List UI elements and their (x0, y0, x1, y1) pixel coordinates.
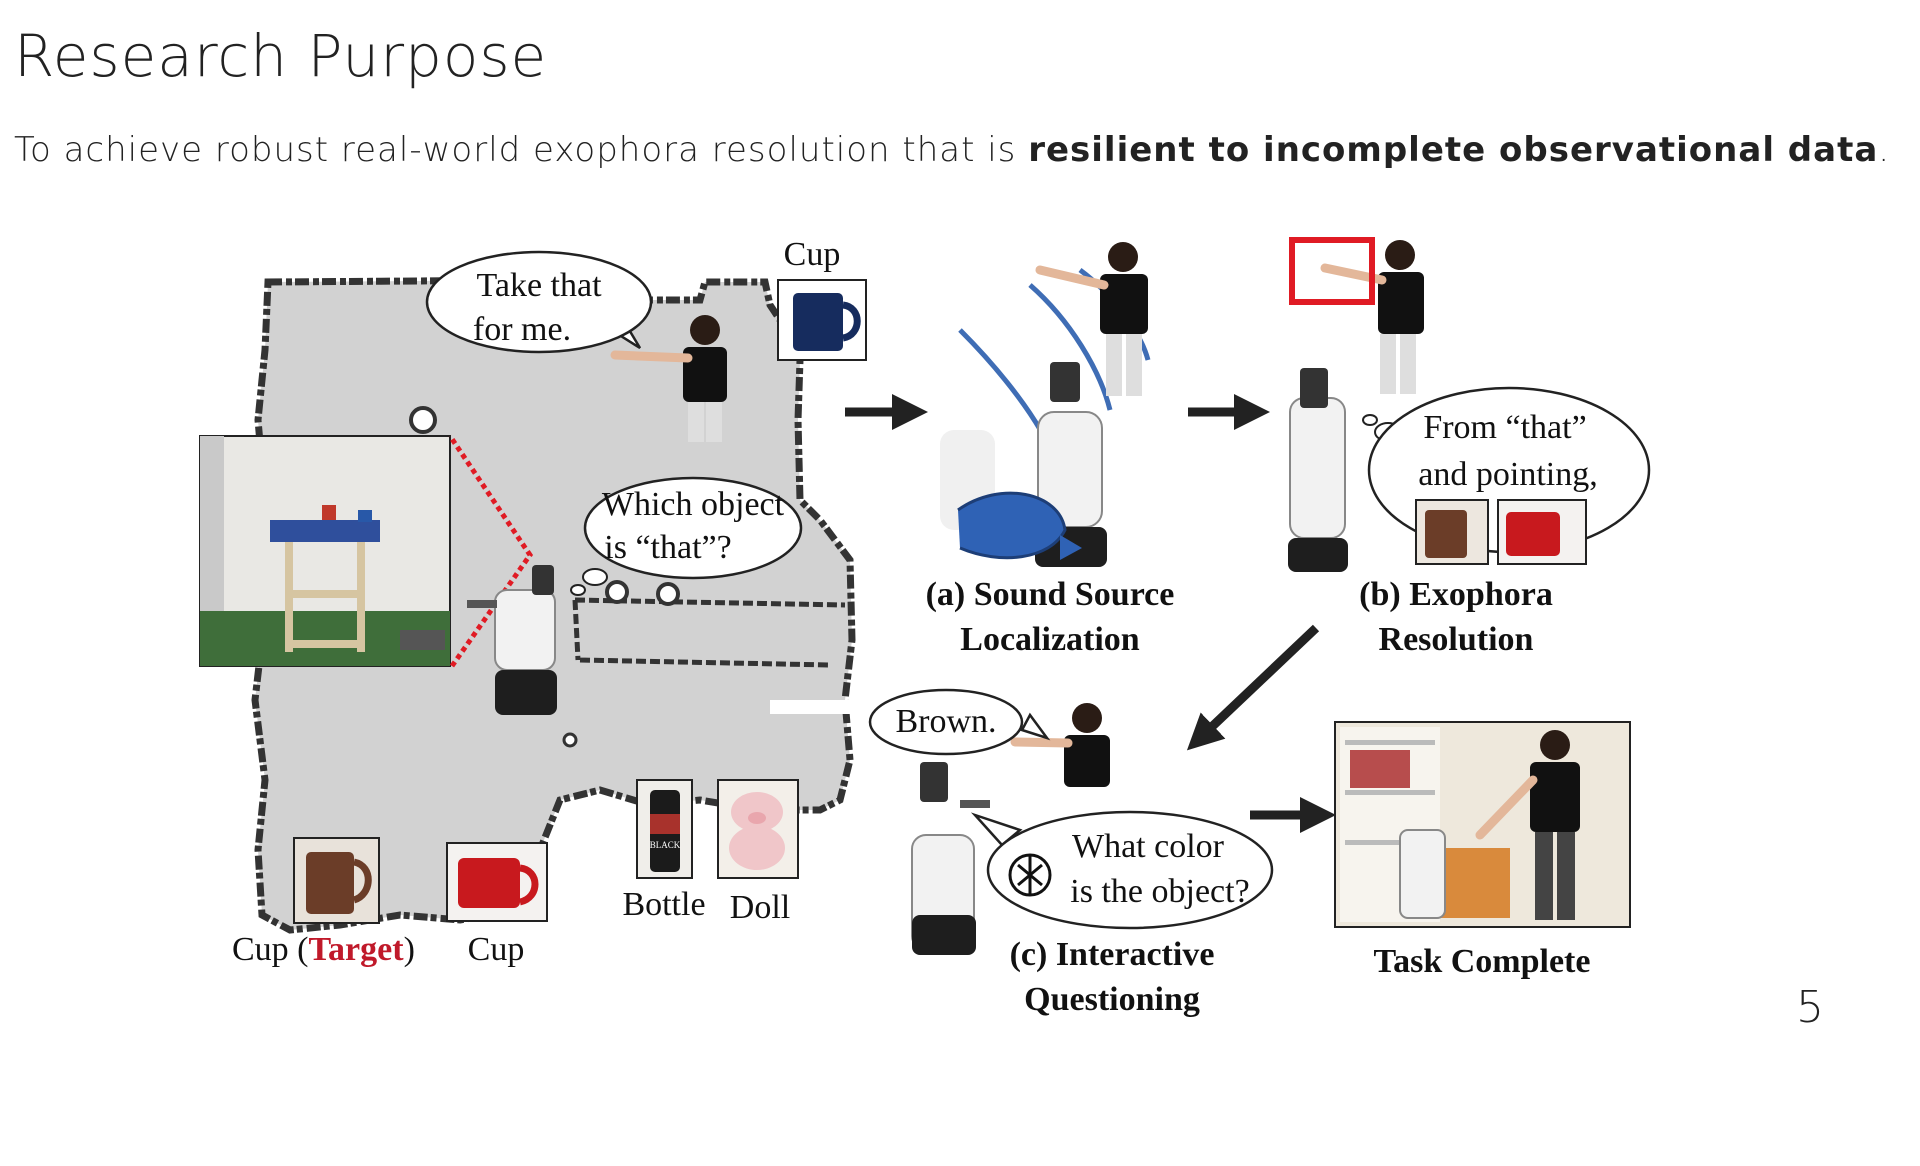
subtitle-prefix: To achieve robust real-world exophora re… (14, 130, 1029, 170)
pointing-highlight-box (1289, 237, 1375, 305)
step-c-label-line-2: Questioning (1024, 981, 1200, 1018)
arrow-b-to-c (1186, 624, 1320, 751)
task-complete-photo (1334, 721, 1631, 928)
cup-target-image (293, 837, 380, 924)
step-a-label-line-1: (a) Sound Source (926, 576, 1175, 613)
slide-title: Research Purpose (14, 22, 548, 90)
bubble-take-line-2: for me. (473, 311, 571, 348)
step-c-label-line-1: (c) Interactive (1010, 936, 1215, 973)
map-obstacle (562, 732, 578, 748)
label-cup-target-suffix: ) (404, 931, 415, 968)
doll-image (717, 779, 799, 879)
step-a-label-line-2: Localization (960, 621, 1140, 658)
bottle-image: BLACK (636, 779, 693, 879)
label-doll: Doll (730, 889, 790, 926)
bubble-from-line-1: From “that” (1423, 409, 1586, 446)
speech-bubble-color: What color is the object? (970, 810, 1274, 930)
step-b-illustration (1288, 237, 1424, 572)
speech-bubble-brown: Brown. (868, 688, 1051, 756)
step-b-label-line-2: Resolution (1379, 621, 1534, 658)
thought-bubble-which: Which object is “that”? (570, 476, 803, 596)
subtitle-emphasis: resilient to incomplete observational da… (1028, 130, 1879, 170)
bubble-which-line-2: is “that”? (604, 529, 731, 566)
bottle-brand-label: BLACK (650, 840, 681, 850)
label-cup-target: Cup (Target) (232, 931, 415, 968)
label-bottle: Bottle (622, 886, 705, 923)
map-obstacle (656, 582, 680, 606)
subtitle: To achieve robust real-world exophora re… (14, 130, 1890, 170)
map-white-gap (770, 700, 860, 714)
photo-callout-line (447, 434, 534, 668)
subtitle-suffix: . (1878, 130, 1891, 170)
step-a-illustration (940, 242, 1151, 567)
map-obstacle (409, 406, 437, 434)
label-cup-top: Cup (784, 236, 841, 273)
page-number: 5 (1796, 982, 1824, 1033)
thought-bubble-from: From “that” and pointing, (1362, 386, 1651, 565)
cup-top-image (777, 279, 867, 361)
task-complete-label: Task Complete (1374, 943, 1591, 980)
bubble-which-line-1: Which object (602, 486, 785, 523)
step-b-label-line-1: (b) Exophora (1359, 576, 1553, 613)
person-pointing (610, 315, 727, 442)
label-cup-target-prefix: Cup ( (232, 931, 309, 968)
step-c-illustration (911, 703, 1110, 955)
cup-red-image (446, 842, 548, 922)
bubble-from-line-2: and pointing, (1418, 456, 1597, 493)
label-target-word: Target (309, 931, 405, 968)
speech-bubble-take: Take that for me. (425, 250, 653, 354)
label-cup-red: Cup (468, 931, 525, 968)
bubble-color-line-2: is the object? (1070, 873, 1249, 910)
map-obstacle (605, 580, 629, 604)
robot-on-map (467, 565, 557, 715)
room-photo (199, 435, 451, 667)
chatgpt-logo-icon (1008, 853, 1052, 897)
bubble-color-line-1: What color (1072, 828, 1225, 865)
bubble-take-line-1: Take that (476, 267, 602, 304)
bubble-brown-text: Brown. (895, 703, 996, 740)
